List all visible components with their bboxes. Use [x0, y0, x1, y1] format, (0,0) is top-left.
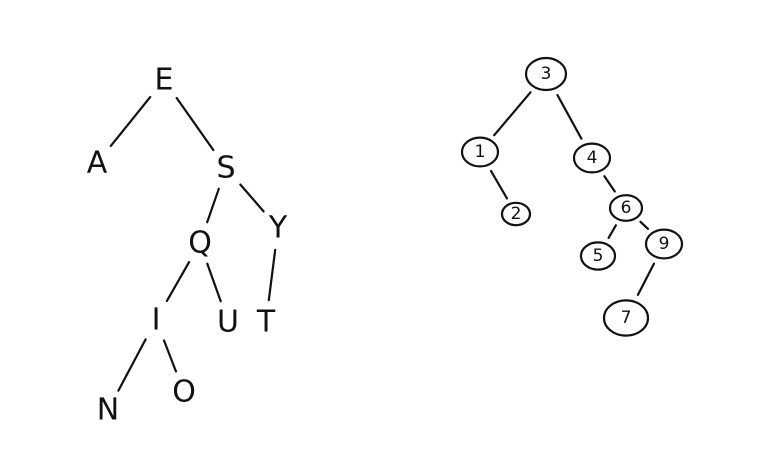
- node-label: U: [217, 305, 239, 340]
- node-label: Y: [268, 211, 288, 246]
- tree-node-A: A: [87, 146, 108, 181]
- node-label: 5: [593, 246, 604, 266]
- tree-node-n7: 7: [602, 299, 650, 337]
- node-circle: [572, 142, 612, 174]
- node-circle: [579, 241, 617, 271]
- tree-node-Y: Y: [268, 211, 288, 246]
- node-label: I: [152, 303, 161, 338]
- node-label: S: [216, 151, 235, 186]
- node-label: 4: [587, 148, 598, 168]
- edge-E-A: [109, 95, 152, 147]
- node-label: E: [155, 63, 174, 98]
- node-label: 1: [475, 142, 486, 162]
- edge-n4-n6: [603, 175, 616, 193]
- tree-node-S: S: [216, 151, 235, 186]
- tree-node-n9: 9: [644, 228, 684, 260]
- tree-node-E: E: [155, 63, 174, 98]
- node-circle: [644, 228, 684, 260]
- tree-node-O: O: [172, 375, 196, 410]
- tree-node-Q: Q: [188, 226, 212, 261]
- node-label: T: [256, 305, 276, 340]
- edge-Q-I: [165, 261, 191, 302]
- tree-node-I: I: [152, 303, 161, 338]
- number-tree: 3 1 4 2 6 5 9 7: [460, 56, 684, 337]
- node-label: 6: [621, 198, 632, 218]
- tree-node-n2: 2: [500, 201, 532, 227]
- edge-n3-n4: [556, 93, 583, 140]
- tree-node-N: N: [97, 393, 119, 428]
- node-label: 2: [511, 204, 522, 224]
- tree-node-n3: 3: [524, 56, 568, 92]
- edge-I-N: [117, 338, 147, 392]
- node-label: Q: [188, 226, 212, 261]
- tree-node-T: T: [256, 305, 276, 340]
- edge-n1-n2: [489, 169, 509, 200]
- node-label: N: [97, 393, 119, 428]
- node-circle: [460, 136, 500, 168]
- node-label: O: [172, 375, 196, 410]
- edge-n3-n1: [493, 91, 532, 137]
- edge-n6-n9: [639, 220, 650, 230]
- node-label: 9: [659, 234, 670, 254]
- tree-node-n5: 5: [579, 241, 617, 271]
- node-circle: [608, 194, 644, 222]
- edge-E-S: [175, 96, 215, 152]
- tree-node-n6: 6: [608, 194, 644, 222]
- node-label: 3: [541, 64, 552, 84]
- node-circle: [524, 56, 568, 92]
- edge-Y-T: [267, 248, 277, 302]
- edge-n6-n5: [607, 224, 618, 239]
- edge-S-Q: [206, 187, 220, 224]
- edge-I-O: [162, 339, 178, 373]
- node-label: A: [87, 146, 108, 181]
- tree-node-U: U: [217, 305, 239, 340]
- node-circle: [602, 299, 650, 337]
- node-label: 7: [621, 308, 632, 328]
- edge-n9-n7: [636, 262, 656, 296]
- node-circle: [500, 201, 532, 227]
- tree-node-n1: 1: [460, 136, 500, 168]
- edge-Q-U: [206, 262, 222, 303]
- tree-node-n4: 4: [572, 142, 612, 174]
- edge-S-Y: [239, 183, 265, 213]
